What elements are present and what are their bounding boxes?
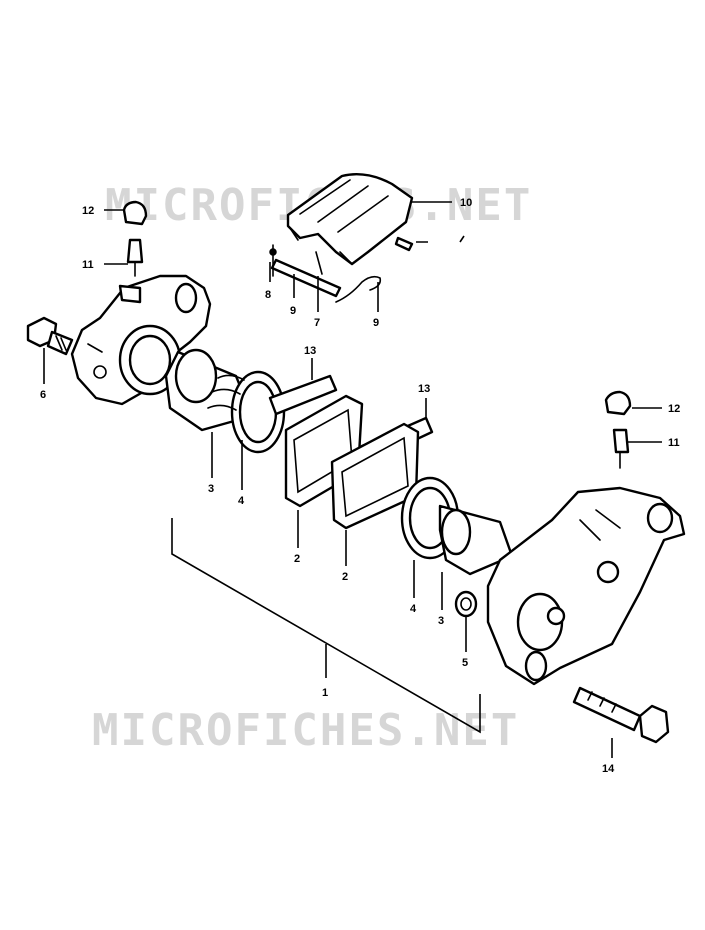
label-4-left: 4 [238,495,245,507]
label-2-right: 2 [342,571,348,583]
part-labels: 12 11 10 8 9 7 9 6 13 13 3 4 2 2 4 3 5 1… [40,197,680,775]
label-13-right: 13 [418,383,430,395]
piston-right [438,504,514,576]
watermark-bottom: MICROFICHES.NET [92,705,519,756]
mounting-bolt-left [26,316,74,356]
leader-lines [43,201,662,758]
label-9-left: 9 [290,305,296,317]
label-6: 6 [40,389,46,401]
label-9-right: 9 [373,317,379,329]
label-1: 1 [322,687,328,699]
label-7: 7 [314,317,320,329]
label-14: 14 [602,763,615,775]
label-13-left: 13 [304,345,316,357]
label-12-left: 12 [82,205,94,217]
clip-pin [394,236,414,252]
label-12-right: 12 [668,403,680,415]
bleeder-cap-right [604,390,632,416]
brake-pad-inner [330,416,434,530]
pad-spring [286,173,414,266]
piston-left [164,348,254,432]
label-2-left: 2 [294,553,300,565]
label-8: 8 [265,289,271,301]
bleeder-valve-right [612,428,630,469]
pad-pin [269,244,342,298]
caliper-housing-right [486,486,686,686]
label-11-left: 11 [82,259,94,271]
o-ring [454,590,478,618]
label-4-right: 4 [410,603,417,615]
label-3-right: 3 [438,615,444,627]
bleeder-cap-left [122,200,148,226]
label-11-right: 11 [668,437,680,449]
label-3-left: 3 [208,483,214,495]
label-10: 10 [460,197,472,209]
bleeder-valve-left [126,238,144,277]
mounting-bolt-right [572,686,670,744]
label-5: 5 [462,657,468,669]
